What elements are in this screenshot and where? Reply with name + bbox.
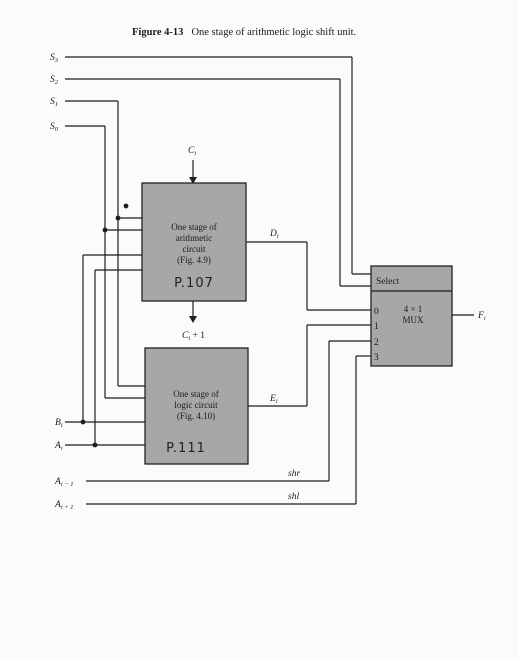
s2-label: S2 — [50, 75, 59, 86]
arith-line-3: circuit — [183, 244, 206, 254]
s0-label: S0 — [50, 122, 59, 133]
ai-label: Ai — [54, 441, 63, 452]
ci-label: Ci — [188, 146, 196, 157]
junctions — [80, 203, 129, 448]
mux-input-2: 2 — [374, 338, 379, 348]
shl-label: shl — [288, 492, 299, 502]
ai-plus-label: Ai + 1 — [54, 500, 74, 511]
mux-title-1: 4 × 1 — [404, 304, 423, 314]
f-label: Fi — [477, 311, 486, 322]
ai-minus-label: Ai − 1 — [54, 477, 74, 488]
mux-input-0: 0 — [374, 307, 379, 317]
arith-line-1: One stage of — [171, 222, 216, 232]
bi-label: Bi — [55, 418, 63, 429]
mux-input-1: 1 — [374, 322, 379, 332]
junction-dot — [115, 215, 121, 221]
arithmetic-block — [141, 182, 247, 302]
mux-title-2: MUX — [402, 315, 424, 325]
junction-dot — [123, 203, 129, 209]
logic-handwritten-note: P.111 — [166, 441, 206, 456]
figure-caption: Figure 4-13 One stage of arithmetic logic… — [132, 27, 356, 38]
figure-number: Figure 4-13 — [132, 27, 184, 38]
e-label: Ei — [269, 394, 278, 405]
wires — [65, 56, 474, 505]
mux-select-label: Select — [376, 277, 400, 287]
logic-line-2: logic circuit — [174, 400, 218, 410]
s1-label: S1 — [50, 97, 58, 108]
s3-label: S3 — [50, 53, 59, 64]
arith-handwritten-note: P.107 — [174, 276, 214, 291]
mux-block — [370, 265, 453, 367]
junction-dot — [80, 419, 86, 425]
logic-block — [144, 347, 249, 465]
logic-line-1: One stage of — [173, 389, 218, 399]
junction-dot — [92, 442, 98, 448]
shr-label: shr — [288, 469, 300, 479]
d-label: Di — [269, 229, 279, 240]
mux-input-3: 3 — [374, 353, 379, 363]
junction-dot — [102, 227, 108, 233]
figure-title: One stage of arithmetic logic shift unit… — [191, 27, 357, 38]
carry-out-arrow — [189, 316, 197, 323]
carry-out-label: Ci + 1 — [182, 331, 205, 342]
ci-arrow — [189, 177, 197, 184]
logic-line-3: (Fig. 4.10) — [177, 411, 215, 421]
arith-line-2: arithmetic — [176, 233, 212, 243]
arith-line-4: (Fig. 4.9) — [177, 255, 211, 265]
